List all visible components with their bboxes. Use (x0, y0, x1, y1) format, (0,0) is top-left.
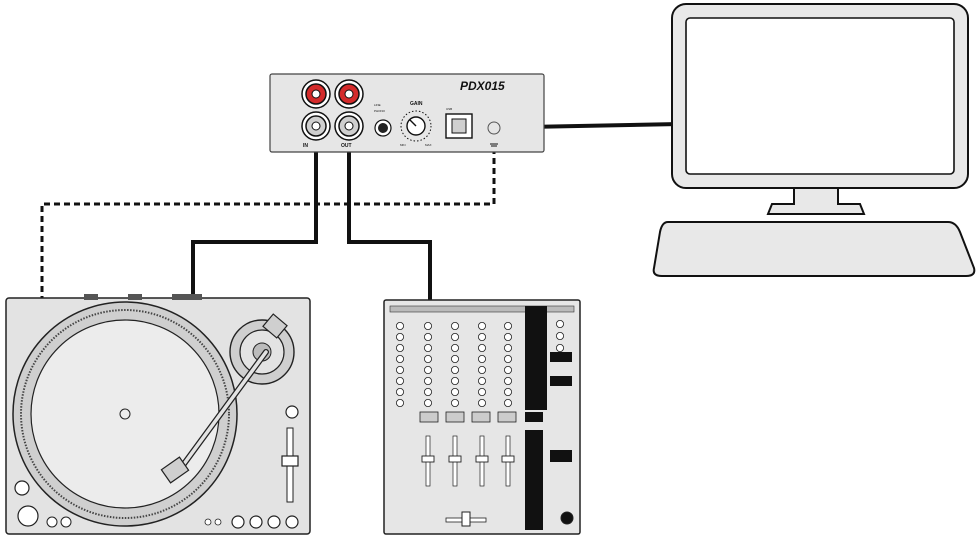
start-stop-button[interactable] (285, 405, 299, 419)
mixer-knob[interactable] (395, 365, 404, 374)
mixer-knob[interactable] (477, 365, 486, 374)
mixer-knob[interactable] (423, 387, 432, 396)
mixer-knob[interactable] (450, 365, 459, 374)
out-label: OUT (341, 143, 352, 149)
mixer-knob[interactable] (423, 321, 432, 330)
mixer-knob[interactable] (450, 321, 459, 330)
mixer-knob[interactable] (423, 398, 432, 407)
mixer-knob[interactable] (395, 398, 404, 407)
turntable-audio-cable (191, 138, 318, 298)
mixer-knob[interactable] (477, 321, 486, 330)
mixer-knob[interactable] (395, 387, 404, 396)
master-knob[interactable] (556, 319, 565, 328)
channel-fader[interactable] (501, 455, 515, 463)
mixer-knob[interactable] (423, 343, 432, 352)
mixer-audio-cable (347, 138, 432, 300)
line-label: LINE (374, 103, 381, 107)
mixer-knob[interactable] (503, 376, 512, 385)
gain-max-label: MAX (425, 143, 432, 147)
cables (40, 122, 681, 300)
master-meter-section (525, 306, 547, 410)
rca-jack-out-left[interactable] (334, 111, 364, 141)
line-phono-switch[interactable] (374, 119, 392, 137)
channel-fader[interactable] (475, 455, 489, 463)
mixer-knob[interactable] (450, 332, 459, 341)
mixer-knob[interactable] (395, 354, 404, 363)
pdx015-interface: IN OUT LINE PHONO GAIN MIN MAX PDX015 US… (269, 73, 545, 153)
mixer-knob[interactable] (477, 354, 486, 363)
mixer-knob[interactable] (450, 387, 459, 396)
speed-33-button[interactable] (17, 505, 39, 527)
dj-mixer-icon (383, 299, 581, 535)
gain-min-label: MIN (400, 143, 406, 147)
gain-label: GAIN (410, 101, 423, 107)
mixer-knob[interactable] (503, 365, 512, 374)
ground-terminal-icon[interactable] (487, 121, 501, 147)
rca-jack-in-right[interactable] (301, 79, 331, 109)
mixer-knob[interactable] (395, 332, 404, 341)
mixer-knob[interactable] (423, 365, 432, 374)
rca-jack-in-left[interactable] (301, 111, 331, 141)
crossfader[interactable] (445, 511, 487, 527)
mixer-knob[interactable] (395, 321, 404, 330)
mixer-knob[interactable] (503, 354, 512, 363)
mixer-knob[interactable] (395, 376, 404, 385)
mixer-knobs[interactable] (395, 319, 565, 407)
computer (652, 3, 976, 277)
gain-knob-icon[interactable] (400, 110, 432, 142)
mixer-knob[interactable] (503, 321, 512, 330)
pitch-slider[interactable] (281, 427, 299, 503)
tonearm[interactable] (160, 313, 288, 484)
turntable-icon (5, 294, 311, 535)
mixer-knob[interactable] (450, 376, 459, 385)
mixer-knob[interactable] (477, 343, 486, 352)
channel-fader[interactable] (421, 455, 435, 463)
monitor-icon (671, 3, 969, 215)
mixer-knob[interactable] (395, 343, 404, 352)
mixer-knob[interactable] (477, 332, 486, 341)
mixer-knob[interactable] (450, 398, 459, 407)
usb-port-icon[interactable] (445, 113, 473, 139)
usb-label: USB (446, 107, 452, 111)
keyboard-icon (652, 221, 976, 277)
mixer-knob[interactable] (503, 343, 512, 352)
ground-cable (40, 148, 496, 298)
mixer-knob[interactable] (423, 332, 432, 341)
channel-fader[interactable] (448, 455, 462, 463)
mixer-knob[interactable] (450, 343, 459, 352)
mixer-knob[interactable] (503, 398, 512, 407)
mixer-knob[interactable] (477, 398, 486, 407)
master-knob[interactable] (556, 331, 565, 340)
phono-label: PHONO (374, 109, 386, 113)
mixer-knob[interactable] (503, 332, 512, 341)
model-label: PDX015 (460, 79, 505, 93)
master-knob[interactable] (556, 343, 565, 352)
mixer-knob[interactable] (503, 387, 512, 396)
mixer-knob[interactable] (477, 376, 486, 385)
power-button[interactable] (14, 480, 30, 496)
in-label: IN (303, 143, 308, 149)
mixer-knob[interactable] (450, 354, 459, 363)
mixer-knob[interactable] (423, 376, 432, 385)
mixer-faders[interactable] (421, 435, 515, 487)
mixer-knob[interactable] (423, 354, 432, 363)
mixer-knob[interactable] (477, 387, 486, 396)
rca-jack-out-right[interactable] (334, 79, 364, 109)
